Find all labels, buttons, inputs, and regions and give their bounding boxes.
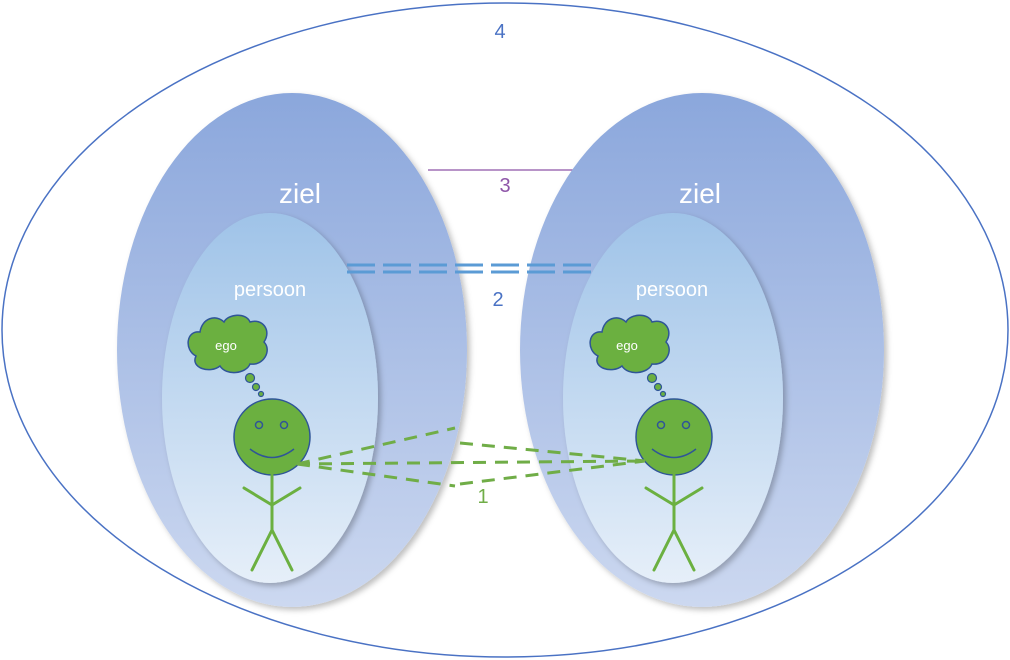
blue-number-label: 2: [492, 289, 503, 311]
outer-number-label: 4: [494, 21, 505, 43]
left-person-ellipse: [162, 213, 378, 583]
right-smiley-head: [635, 398, 713, 476]
right-ego-thought-cloud: [589, 314, 670, 398]
green-number-label: 1: [477, 486, 488, 508]
right-stick-figure: [635, 398, 713, 572]
purple-number-label: 3: [499, 175, 510, 197]
left-ego-label: ego: [215, 338, 237, 353]
left-soul-label: ziel: [279, 178, 321, 209]
left-ego-thought-cloud: [187, 314, 268, 398]
right-ego-label: ego: [616, 338, 638, 353]
left-stick-figure: [233, 398, 311, 572]
blue-double-dashed-line: [347, 263, 598, 274]
right-soul-label: ziel: [679, 178, 721, 209]
green-dashed-connection-lines: [296, 426, 646, 488]
right-person-label: persoon: [636, 279, 708, 301]
right-person-ellipse: [563, 213, 783, 583]
left-person-label: persoon: [234, 279, 306, 301]
